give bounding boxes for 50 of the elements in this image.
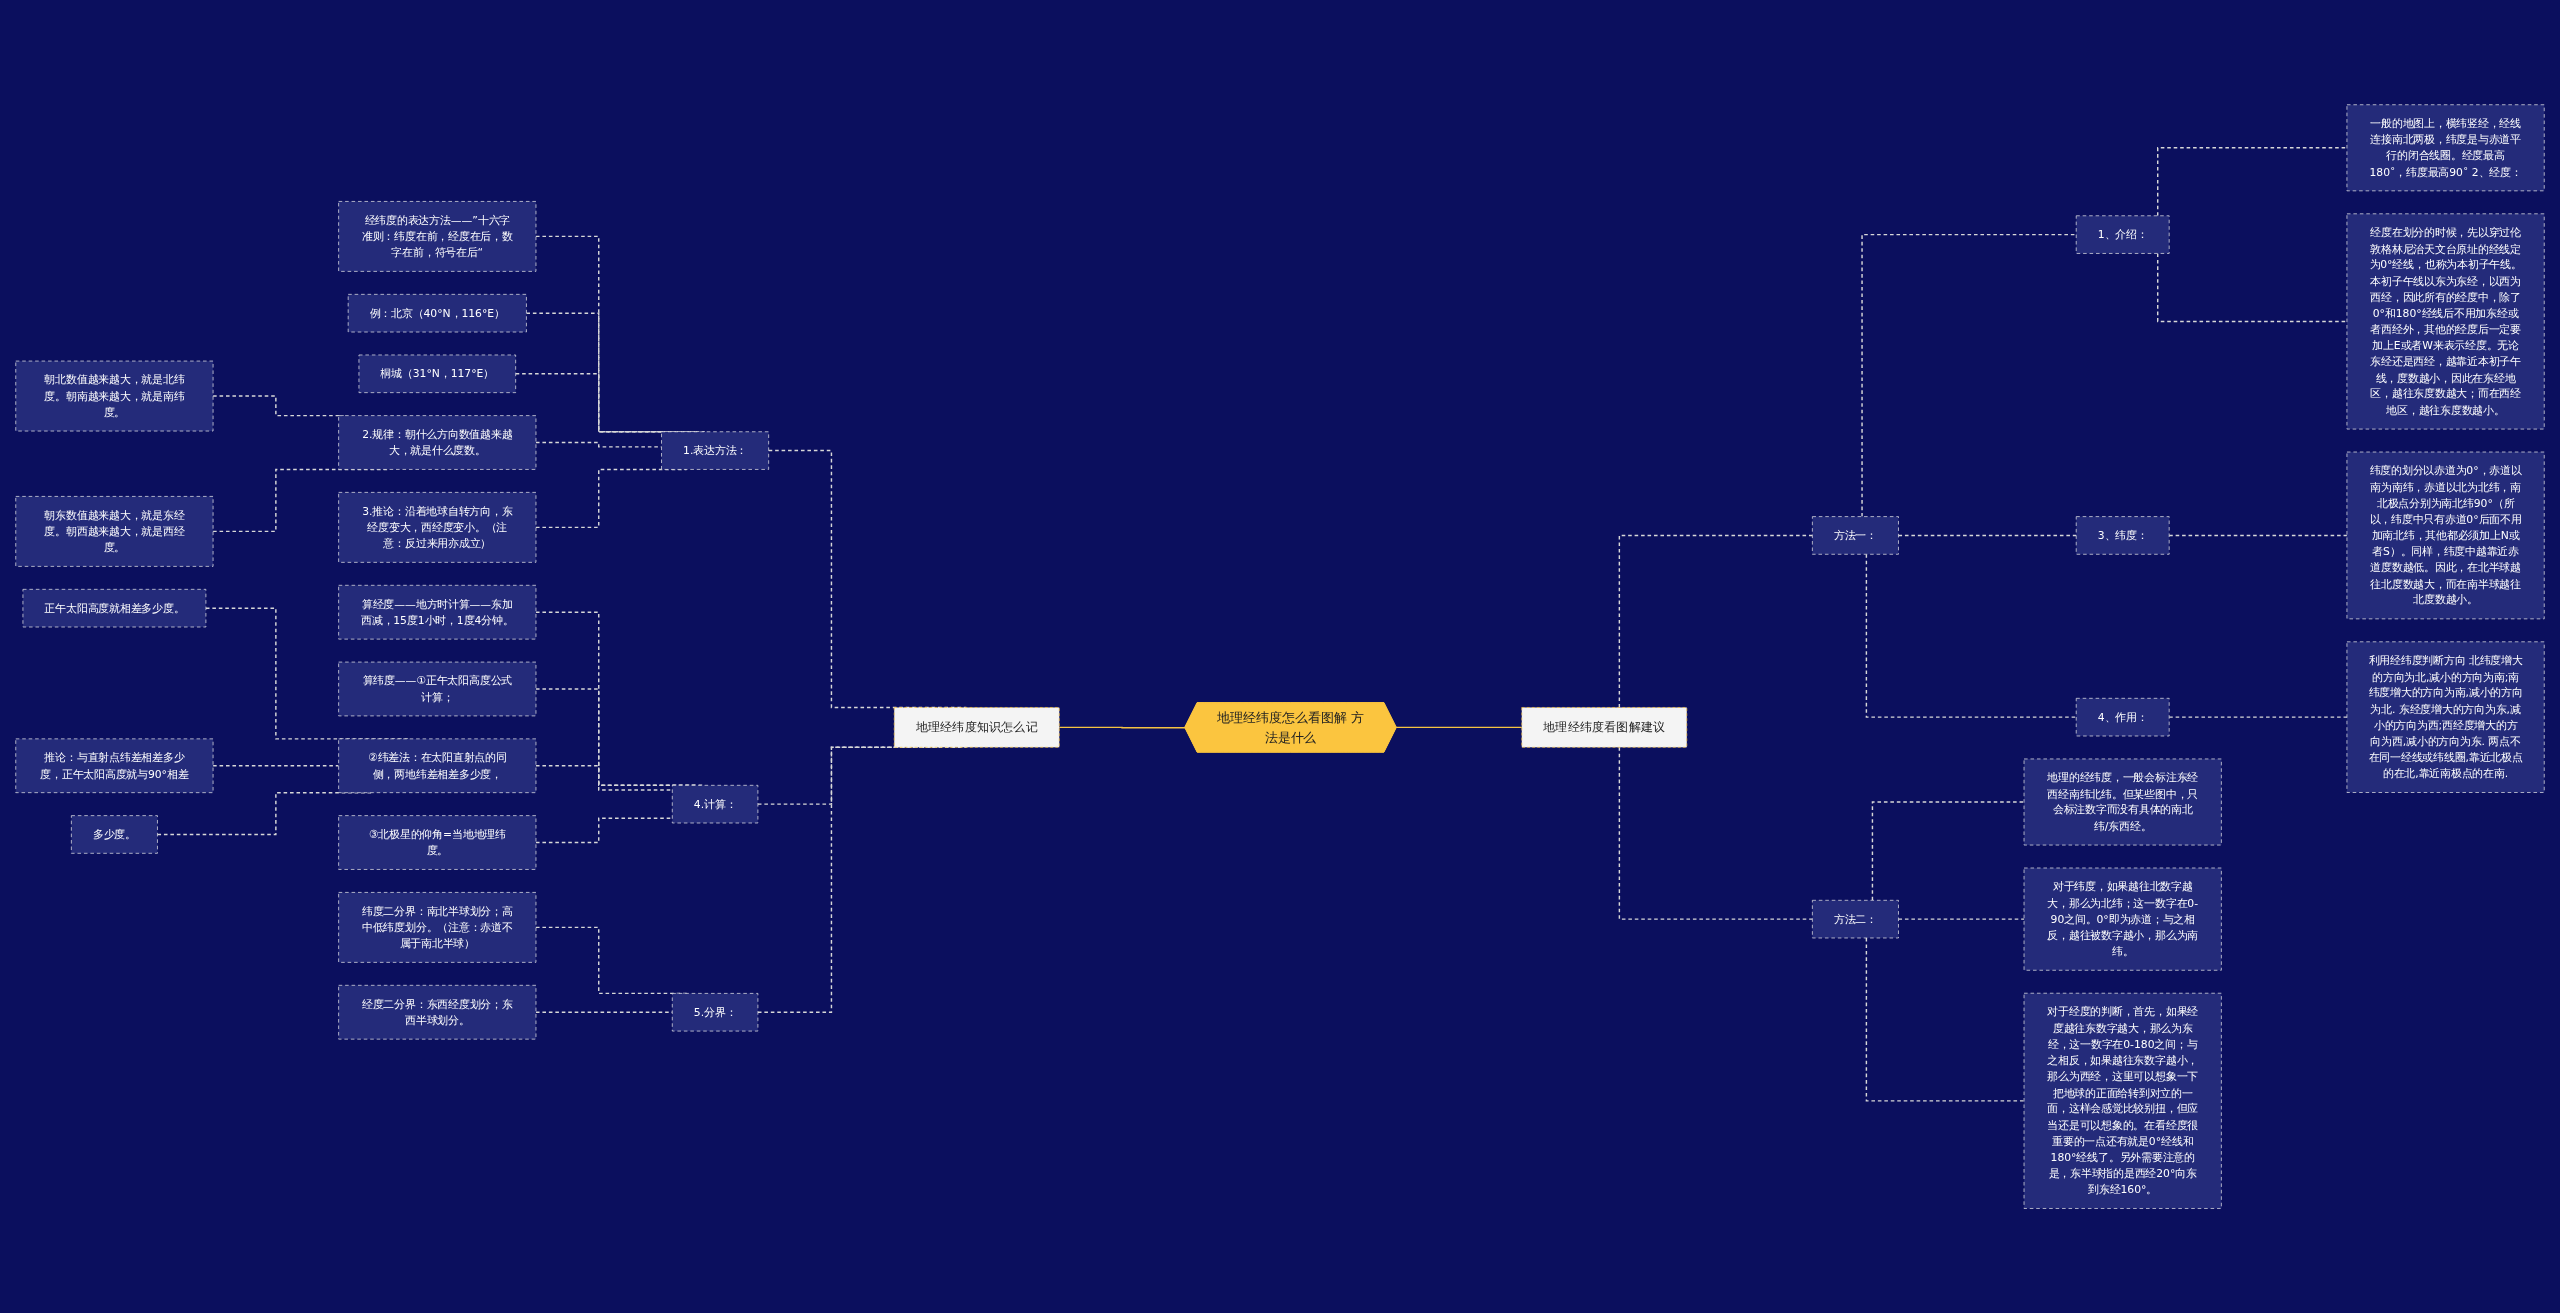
connector <box>535 764 673 791</box>
node-box: 方法二： <box>1812 899 1899 939</box>
connector <box>535 817 673 844</box>
connector <box>1897 918 2025 920</box>
node-box: 对于经度的判断，首先，如果经度越往东数字越大，那么为东经，这一数字在0-180之间；与之相反，如果越往东数字越小，那么为西经，这里可以想象一下把地球的正面给转到对立的一面，这样会感觉比较别扭，但应当还是可以想象的。在看经度很重要的一点还有就是0°经线和180°经线了。另外需要注意的是，东半球指的是西经20°向东到东经160°。 <box>2023 992 2222 1209</box>
node-box: 地理经纬度看图解建议 <box>1521 707 1688 748</box>
connector <box>2157 146 2348 217</box>
node-box: 3、纬度： <box>2075 516 2170 555</box>
node-box: 1、介绍： <box>2075 215 2170 254</box>
node-box: 方法一： <box>1812 516 1899 555</box>
connector <box>1865 937 2025 1102</box>
node-box: ③北极星的仰角=当地地理纬度。 <box>338 815 537 870</box>
connector <box>1618 534 1814 709</box>
node-box: 经度在划分的时候，先以穿过伦敦格林尼治天文台原址的经线定为0°经线，也称为本初子午线。本初子午线以东为东经，以西为西经，因此所有的经度中，除了0°和180°经线后不用加东经或者西经外，其他的经度后一定要加上E或者W来表示经度。无论东经还是西经，越靠近本初子午线，度数越小，因此在东经地区，越往东度数越大；而在西经地区，越往东度数越小。 <box>2346 213 2545 430</box>
node-box: 朝北数值越来越大，就是北纬度。朝南越来越大，就是南纬度。 <box>15 360 214 432</box>
connector <box>2168 534 2348 537</box>
connector <box>1618 746 1814 920</box>
node-box: 纬度的划分以赤道为0°，赤道以南为南纬，赤道以北为北纬，南北极点分别为南北纬90°（所以，纬度中只有赤道0°后面不用加南北纬，其他都必须加上N或者S）。同样，纬度中越靠近赤道度数越低。因此，在北半球越往北度数越大，而在南半球越往北度数越小。 <box>2346 451 2545 620</box>
node-box: 经度二分界：东西经度划分；东西半球划分。 <box>338 984 537 1040</box>
node-box: 利用经纬度判断方向 北纬度增大的方向为北,减小的方向为南;南纬度增大的方向为南,减小的方向为北. 东经度增大的方向为东,减小的方向为西;西经度增大的方向为西,减小的方向为东. 两点不在同一经线或纬线圈,靠近北极点的在北,靠近南极点的在南. <box>2346 641 2545 793</box>
node-box: 1.表达方法： <box>661 431 769 470</box>
connector <box>1058 726 1186 729</box>
node-box: 3.推论：沿着地球自转方向，东经度变大，西经度变小。（注意：反过来用亦成立） <box>338 491 537 563</box>
node-box: 桐城（31°N，117°E） <box>358 354 516 393</box>
node-box: 推论：与直射点纬差相差多少度，正午太阳高度就与90°相差 <box>15 738 214 793</box>
node-box: 例：北京（40°N，116°E） <box>347 293 527 333</box>
node-box: 算纬度——①正午太阳高度公式计算； <box>338 661 537 717</box>
connector <box>1871 801 2025 901</box>
node-box: 地理的经纬度，一般会标注东经西经南纬北纬。但某些图中，只会标注数字而没有具体的南北纬/东西经。 <box>2023 758 2222 846</box>
node-box: ②纬差法：在太阳直射点的同侧，两地纬差相差多少度， <box>338 738 537 793</box>
node-box: 地理经纬度知识怎么记 <box>893 707 1060 748</box>
node-box: 算经度——地方时计算——东加西减，15度1小时，1度4分钟。 <box>338 584 537 640</box>
node-box: 2.规律：朝什么方向数值越来越大，就是什么度数。 <box>338 415 537 470</box>
node-box: 朝东数值越来越大，就是东经度。朝西越来越大，就是西经度。 <box>15 495 214 567</box>
node-box: 多少度。 <box>71 815 158 854</box>
node-box: 5.分界： <box>671 992 759 1032</box>
node-box: 纬度二分界：南北半球划分；高中低纬度划分。（注意：赤道不属于南北半球） <box>338 891 537 963</box>
connector <box>1897 534 2077 537</box>
connector <box>2157 252 2348 323</box>
connector <box>1861 233 2077 518</box>
node-box: 正午太阳高度就相差多少度。 <box>22 588 207 628</box>
connector <box>2168 716 2348 718</box>
connector <box>1865 553 2077 718</box>
node-box: 4.计算： <box>671 784 759 824</box>
connector <box>212 764 340 767</box>
node-box: 对于纬度，如果越往北数字越大，那么为北纬；这一数字在0-90之间。0°即为赤道；与之相反，越往被数字越小，那么为南纬。 <box>2023 867 2222 971</box>
connector <box>1395 726 1523 729</box>
node-box: 4、作用： <box>2075 697 2170 737</box>
node-box: 经纬度的表达方法——”十六字准则：纬度在前，经度在后，数字在前，符号在后“ <box>338 200 537 272</box>
node-box: 一般的地图上，横纬竖经，经线连接南北两极，纬度是与赤道平行的闭合线圈。经度最高180˚，纬度最高90˚ 2、经度： <box>2346 104 2545 192</box>
